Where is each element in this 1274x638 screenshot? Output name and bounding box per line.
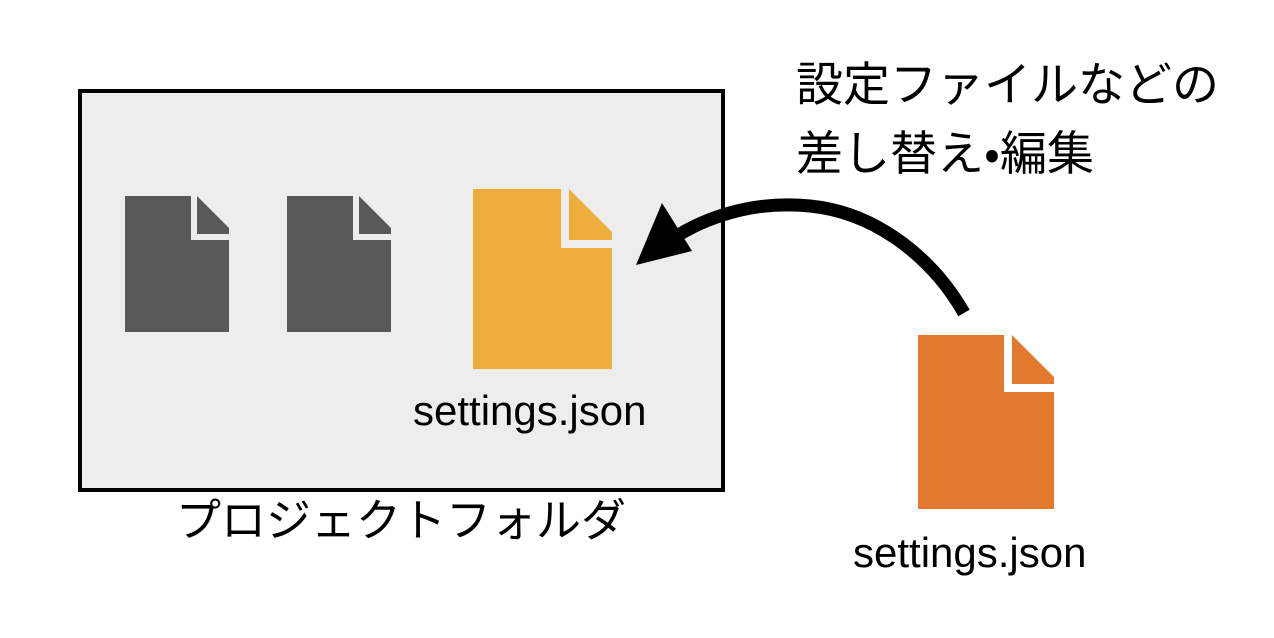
document-icon xyxy=(473,189,612,369)
annotation-text-line-1: 設定ファイルなどの xyxy=(796,58,1219,113)
project-folder-box xyxy=(78,89,725,492)
document-icon xyxy=(918,335,1054,509)
file-icon-generic-2 xyxy=(287,196,391,332)
file-label-settings-json-incoming: settings.json xyxy=(853,529,1087,576)
annotation-text-line-2: 差し替え・編集 xyxy=(796,127,1094,182)
file-label-settings-json-in-folder: settings.json xyxy=(413,387,647,434)
file-icon-generic-1 xyxy=(125,196,229,332)
document-icon xyxy=(287,196,391,332)
file-icon-settings-json-in-folder[interactable] xyxy=(473,189,612,369)
document-icon xyxy=(125,196,229,332)
file-icon-settings-json-incoming[interactable] xyxy=(918,335,1054,509)
project-folder-caption: プロジェクトフォルダ xyxy=(176,494,627,547)
